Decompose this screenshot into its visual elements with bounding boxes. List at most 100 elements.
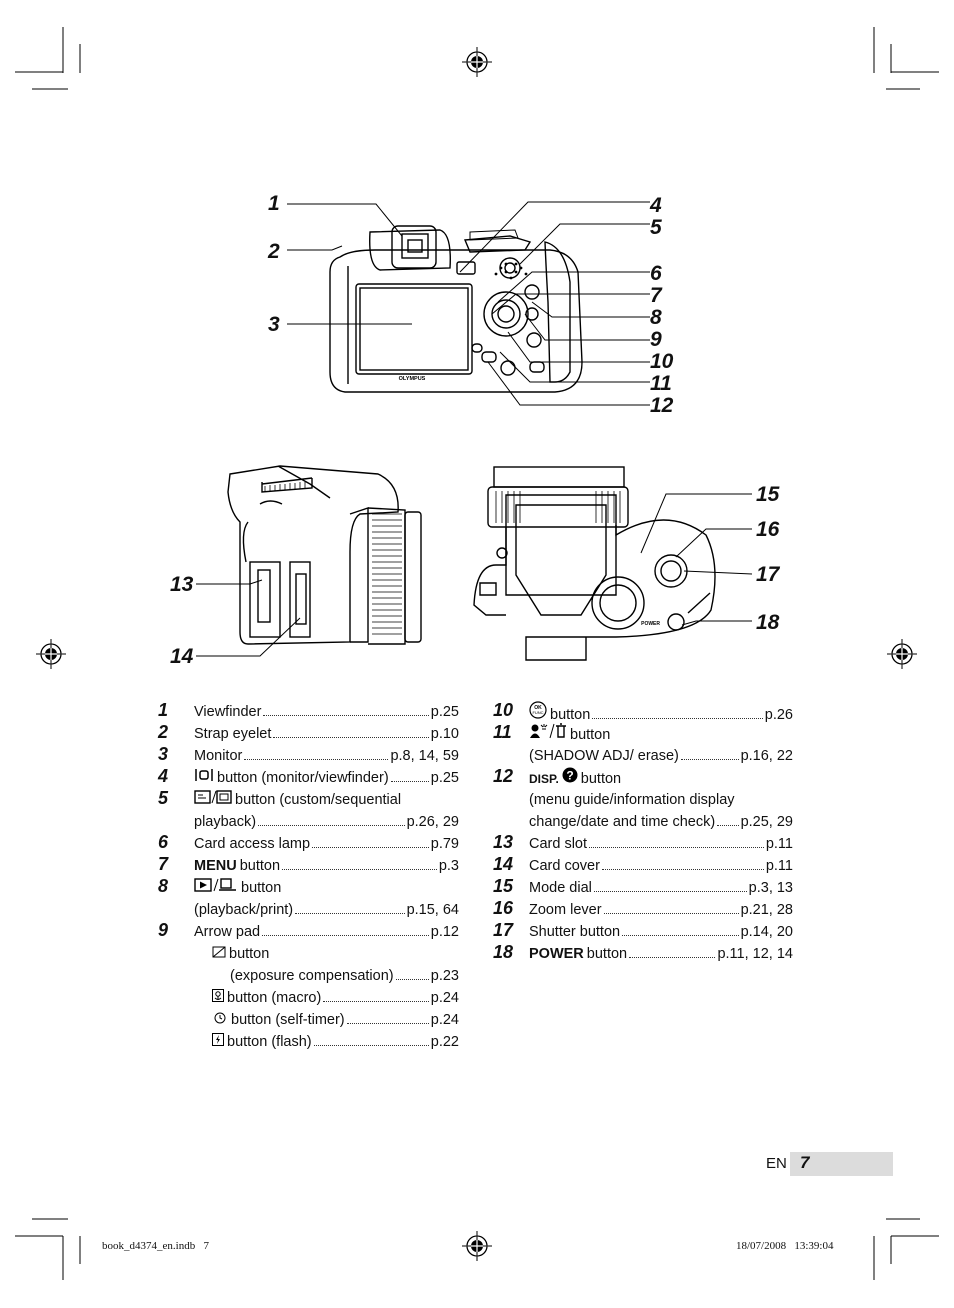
item-text: button [241, 880, 282, 896]
leader-dots [244, 759, 389, 760]
callout-6: 6 [650, 262, 662, 285]
item-number: 6 [158, 832, 169, 852]
item-number: 15 [493, 876, 514, 896]
callout-13: 13 [170, 573, 194, 596]
item-text: Shutter button [529, 924, 621, 940]
item-text: Arrow pad [194, 924, 261, 940]
leader-dots [323, 1001, 429, 1002]
registration-mark-left [36, 639, 66, 669]
monitor-viewfinder-icon [194, 767, 214, 789]
item-page-ref: p.26 [764, 707, 793, 723]
item-text-line: button (custom/sequential [194, 789, 459, 811]
leader-dots [589, 847, 764, 848]
leader-dots [313, 1045, 429, 1046]
callout-4: 4 [650, 194, 662, 217]
item-text: button (macro) [227, 990, 322, 1006]
item-text: Viewfinder [194, 704, 262, 720]
item-number: 5 [158, 788, 169, 808]
leader-dots [312, 847, 429, 848]
leader-dots [680, 759, 739, 760]
exposure-icon [212, 943, 226, 965]
item-bold-label: POWER [529, 946, 584, 962]
left-list-row: 5 button (custom/sequential [158, 788, 459, 811]
item-text-line: button (macro)p.24 [212, 987, 459, 1009]
right-list-row: change/date and time check)p.25, 29 [493, 811, 793, 833]
callout-16: 16 [756, 518, 780, 541]
right-list-row: 11 button [493, 722, 793, 746]
callout-14: 14 [170, 645, 194, 668]
item-text-line: button [529, 723, 793, 746]
item-text: button [586, 946, 628, 962]
item-text: button [580, 771, 622, 787]
item-text-line: (exposure compensation)p.23 [230, 965, 459, 987]
item-page-ref: p.11 [765, 836, 793, 852]
leader-dots [593, 891, 747, 892]
item-number: 11 [493, 722, 512, 742]
item-text-line: button (monitor/viewfinder)p.25 [194, 767, 459, 789]
item-number: 13 [493, 832, 514, 852]
item-number: 4 [158, 766, 169, 786]
leader-dots [629, 957, 716, 958]
registration-mark-right [887, 639, 917, 669]
left-list-row: 4 button (monitor/viewfinder)p.25 [158, 766, 459, 789]
item-text: button [570, 727, 611, 743]
left-list-row: (playback/print)p.15, 64 [158, 899, 459, 921]
callout-17: 17 [756, 563, 780, 586]
page-number: 7 [800, 1153, 810, 1172]
item-page-ref: p.21, 28 [740, 902, 793, 918]
svg-text:FUNC: FUNC [532, 710, 543, 715]
item-number: 8 [158, 876, 169, 896]
leader-dots [263, 715, 429, 716]
leader-dots [282, 869, 437, 870]
custom-sequential-icon [194, 789, 232, 811]
item-text-line: playback)p.26, 29 [194, 811, 459, 833]
item-text: Zoom lever [529, 902, 602, 918]
brand-label: OLYMPUS [399, 376, 426, 382]
left-list-row: button [158, 943, 459, 965]
item-text-line: (playback/print)p.15, 64 [194, 899, 459, 921]
item-page-ref: p.25 [430, 770, 459, 786]
item-number: 12 [493, 766, 514, 786]
item-text-line: button [194, 877, 459, 899]
item-number: 17 [493, 920, 514, 940]
item-bold-label: DISP. [529, 772, 559, 786]
registration-mark-top [462, 47, 492, 77]
callout-5: 5 [650, 216, 662, 239]
power-label: POWER [641, 621, 660, 627]
leader-dots [258, 825, 405, 826]
leader-dots [717, 825, 739, 826]
item-text: Monitor [194, 748, 243, 764]
item-page-ref: p.24 [430, 1012, 459, 1028]
callout-1: 1 [268, 192, 280, 215]
left-list-row: playback)p.26, 29 [158, 811, 459, 833]
item-text: button [550, 707, 591, 723]
item-text: (menu guide/information display [529, 792, 735, 808]
item-text: Card slot [529, 836, 588, 852]
footer-date: 18/07/2008 13:39:04 [736, 1240, 834, 1252]
left-list-row: (exposure compensation)p.23 [158, 965, 459, 987]
leader-dots [601, 869, 764, 870]
camera-back-view: OLYMPUS [287, 201, 650, 406]
item-text: button [229, 946, 270, 962]
item-page-ref: p.15, 64 [406, 902, 459, 918]
callout-7: 7 [650, 284, 662, 307]
item-number: 10 [493, 700, 514, 720]
right-list-row: (SHADOW ADJ/ erase)p.16, 22 [493, 745, 793, 767]
callout-18: 18 [756, 611, 780, 634]
